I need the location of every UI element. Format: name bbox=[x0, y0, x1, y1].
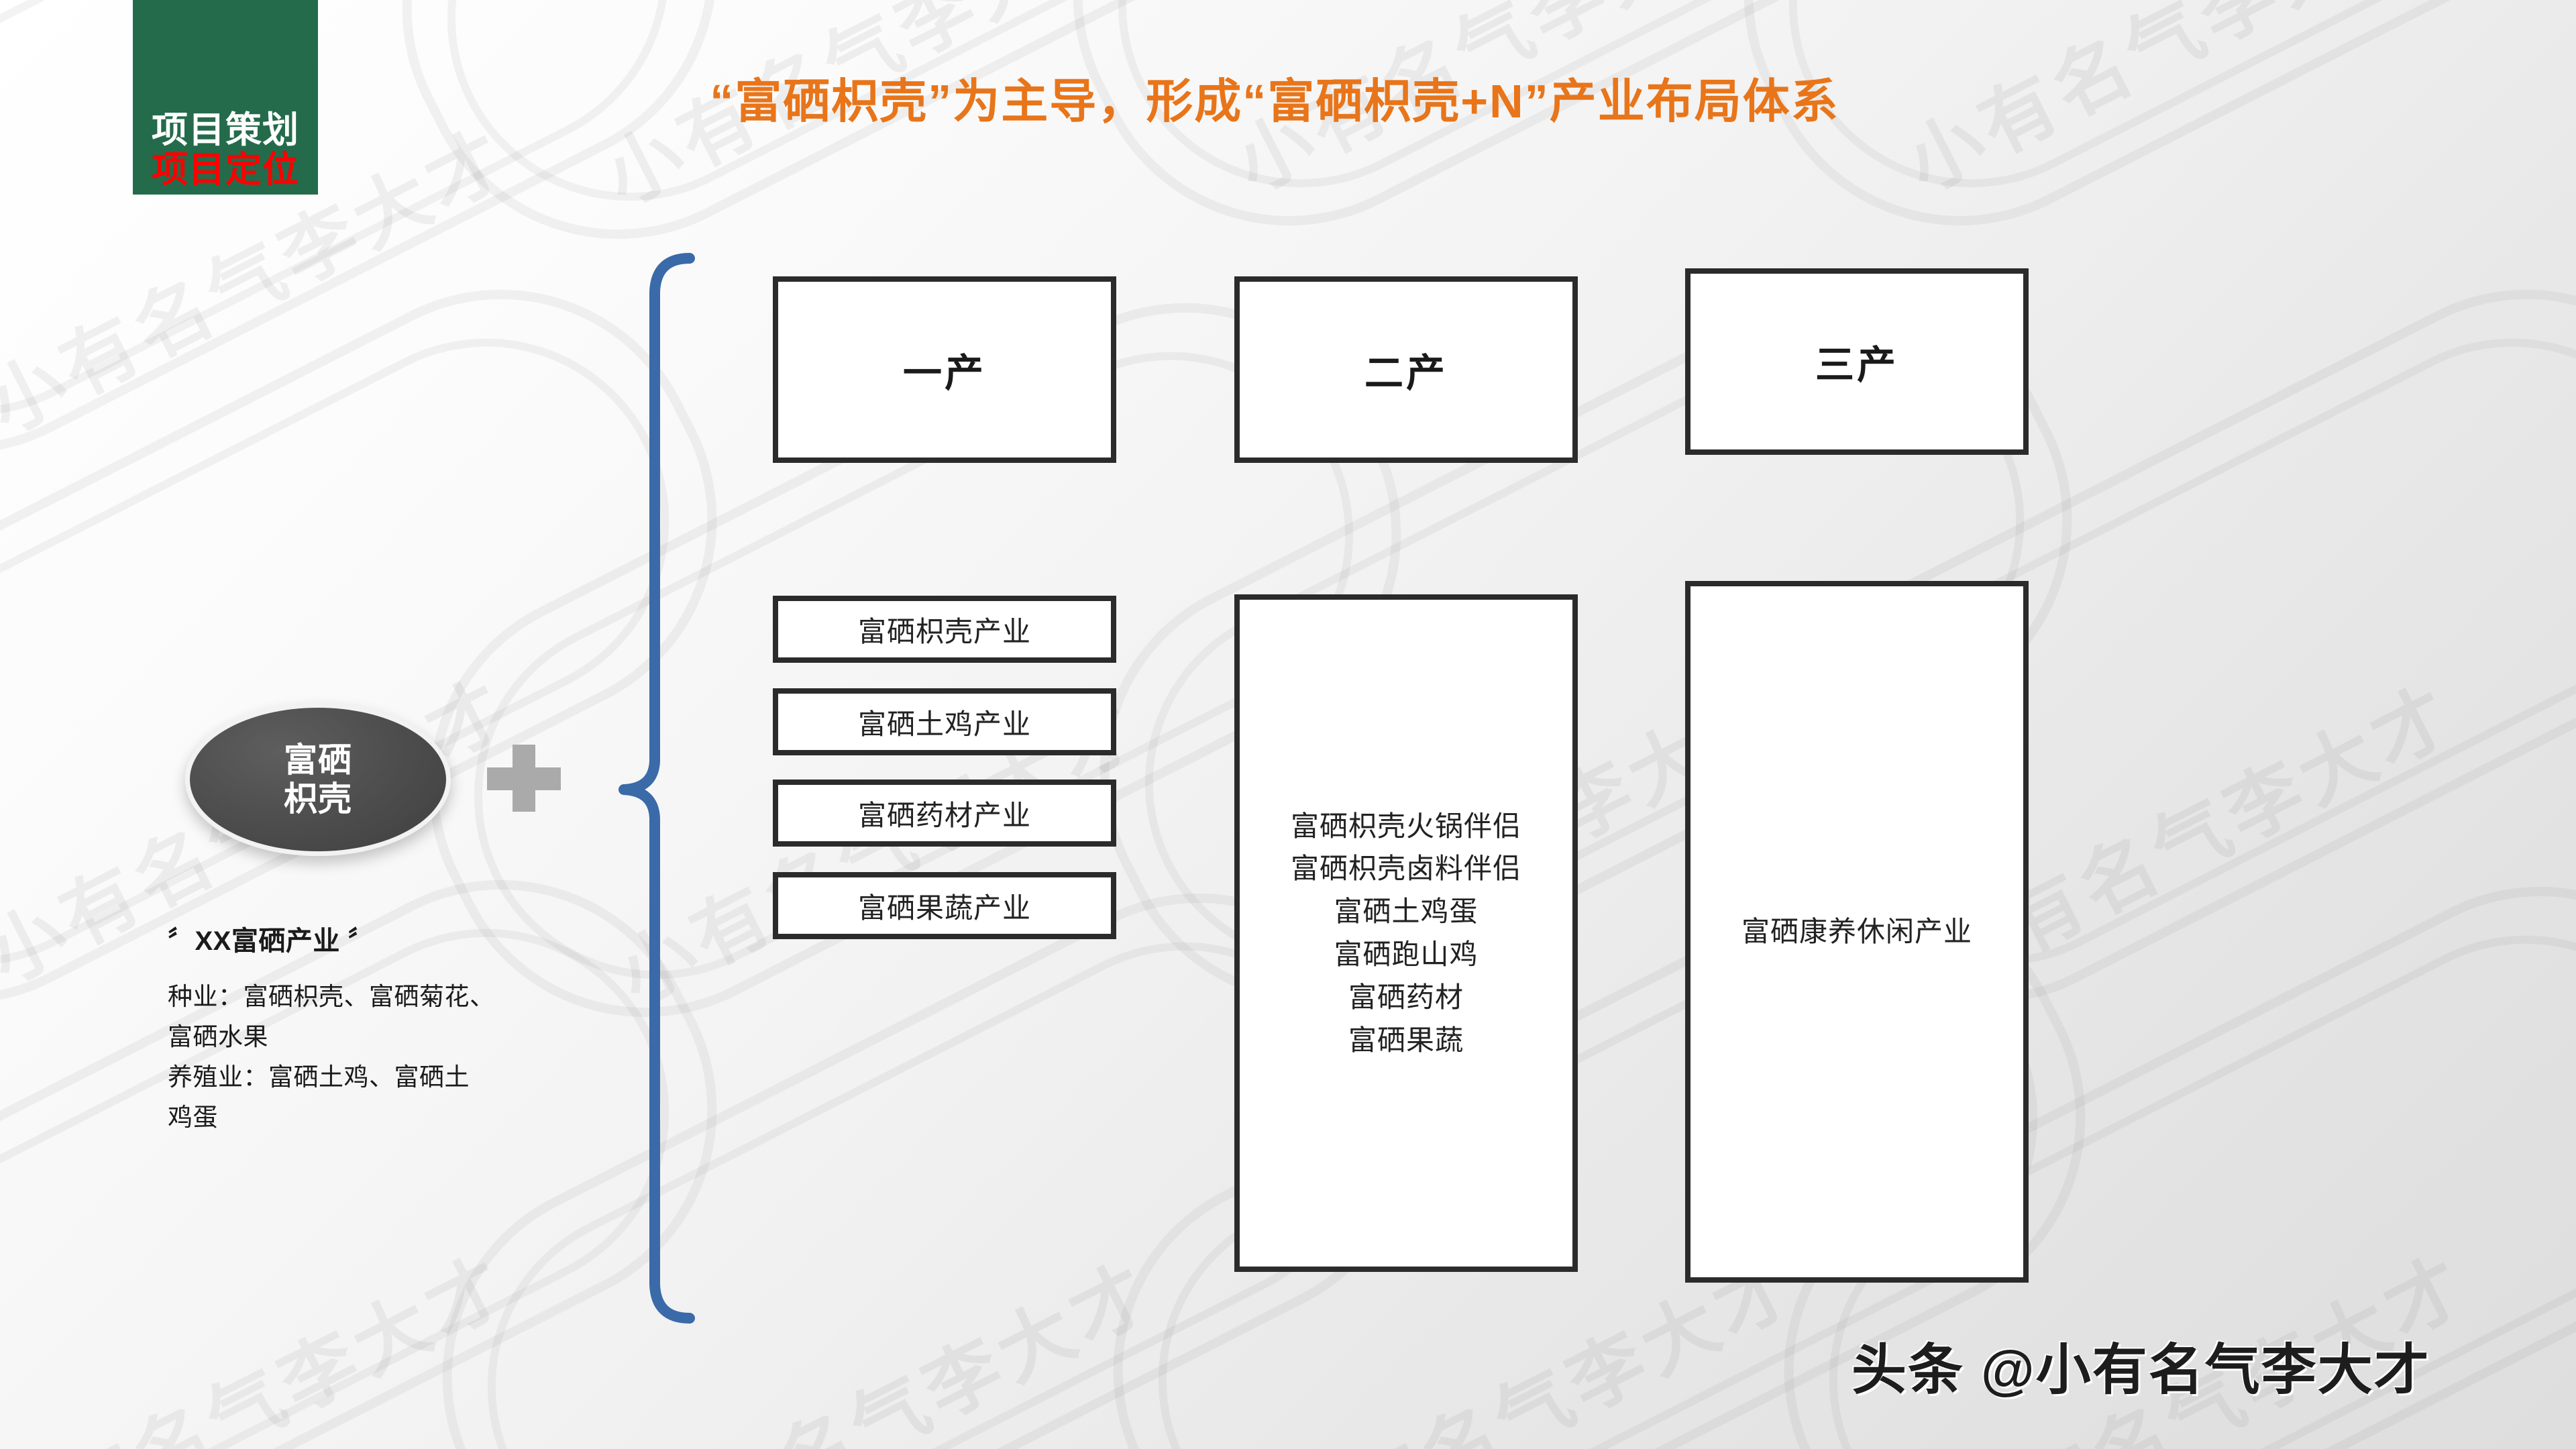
left-info-block: 〞XX富硒产业 〞 种业：富硒枳壳、富硒菊花、 富硒水果 养殖业：富硒土鸡、富硒… bbox=[168, 919, 610, 1138]
primary-item-label: 富硒土鸡产业 bbox=[857, 708, 1031, 740]
primary-item-label: 富硒果蔬产业 bbox=[857, 892, 1031, 924]
left-info-line: 种业：富硒枳壳、富硒菊花、 bbox=[168, 983, 495, 1010]
section-badge: 项目策划 项目定位 bbox=[133, 0, 318, 195]
column-header-secondary: 二产 bbox=[1234, 276, 1578, 463]
secondary-products-text: 富硒枳壳火锅伴侣 富硒枳壳卤料伴侣 富硒土鸡蛋 富硒跑山鸡 富硒药材 富硒果蔬 bbox=[1290, 810, 1521, 1056]
primary-item-label: 富硒枳壳产业 bbox=[857, 615, 1031, 647]
watermark-ring bbox=[333, 0, 1444, 309]
secondary-products-box: 富硒枳壳火锅伴侣 富硒枳壳卤料伴侣 富硒土鸡蛋 富硒跑山鸡 富硒药材 富硒果蔬 bbox=[1234, 594, 1578, 1272]
watermark-ring bbox=[1674, 0, 2576, 295]
primary-item-box: 富硒药材产业 bbox=[773, 780, 1116, 847]
primary-item-box: 富硒果蔬产业 bbox=[773, 872, 1116, 939]
left-info-line: 鸡蛋 bbox=[168, 1103, 218, 1131]
footer-attribution: 头条 @小有名气李大才 bbox=[1851, 1340, 2430, 1401]
plus-icon-vertical-bar bbox=[513, 745, 535, 812]
tertiary-products-text: 富硒康养休闲产业 bbox=[1741, 916, 1972, 948]
left-info-heading: 〞XX富硒产业 〞 bbox=[168, 926, 375, 956]
watermark-ring bbox=[1004, 0, 2114, 295]
page-title: “富硒枳壳”为主导，形成“富硒枳壳+N”产业布局体系 bbox=[710, 75, 1839, 127]
left-info-line: 富硒水果 bbox=[168, 1022, 268, 1051]
primary-item-box: 富硒枳壳产业 bbox=[773, 596, 1116, 663]
primary-item-box: 富硒土鸡产业 bbox=[773, 688, 1116, 755]
core-concept-ellipse: 富硒 枳壳 bbox=[185, 703, 451, 856]
left-info-line: 养殖业：富硒土鸡、富硒土 bbox=[168, 1063, 470, 1091]
badge-line-2: 项目定位 bbox=[152, 149, 299, 190]
column-header-label: 三产 bbox=[1815, 343, 1898, 387]
column-header-tertiary: 三产 bbox=[1685, 268, 2029, 455]
badge-line-1: 项目策划 bbox=[152, 110, 299, 151]
column-header-label: 二产 bbox=[1364, 352, 1448, 395]
plus-icon bbox=[487, 745, 561, 812]
blue-brace-icon bbox=[619, 253, 695, 1324]
ellipse-line-2: 枳壳 bbox=[284, 780, 352, 818]
column-header-label: 一产 bbox=[902, 352, 986, 395]
column-header-primary: 一产 bbox=[773, 276, 1116, 463]
watermark-ring bbox=[384, 0, 1389, 264]
ellipse-line-1: 富硒 bbox=[284, 741, 352, 779]
primary-item-label: 富硒药材产业 bbox=[857, 799, 1031, 831]
watermark-text: 小有名气李大才 bbox=[0, 1240, 524, 1449]
tertiary-products-box: 富硒康养休闲产业 bbox=[1685, 581, 2029, 1283]
